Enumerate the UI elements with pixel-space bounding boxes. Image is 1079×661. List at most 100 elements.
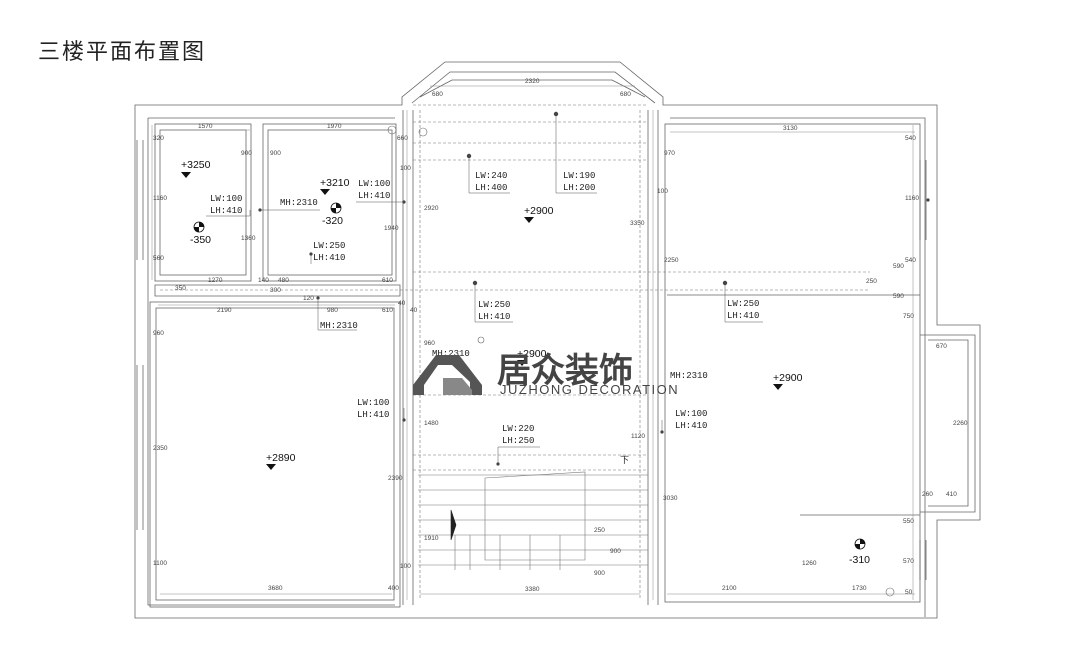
- svg-text:-350: -350: [190, 234, 211, 246]
- elevation-e2: +3210: [320, 177, 350, 195]
- dim-bay-r: 680: [620, 91, 631, 98]
- dim-r-s3: 590: [893, 293, 904, 300]
- dim-r-v3: 2250: [664, 257, 679, 264]
- brand-logo-icon: [413, 355, 482, 395]
- elevation-e4: +2890: [266, 452, 296, 470]
- dim-st4: 100: [400, 563, 411, 570]
- dim-r-b1: 2100: [722, 585, 737, 592]
- dim-r1-b2: 140: [258, 277, 269, 284]
- dim-bay-l: 680: [432, 91, 443, 98]
- dim-mid-v4: 1910: [424, 535, 439, 542]
- dim-r1-b1: 1270: [208, 277, 223, 284]
- svg-text:LW:100: LW:100: [358, 179, 390, 189]
- dim-misc3: 40: [398, 300, 406, 307]
- dim-bay2-b1: 260: [922, 491, 933, 498]
- walls: [134, 61, 981, 619]
- drop-d2: -320: [322, 202, 343, 227]
- svg-text:LW:220: LW:220: [502, 424, 534, 434]
- dim-mid-bot: 3380: [525, 586, 540, 593]
- dim-r-v2: 100: [657, 188, 668, 195]
- elevation-e6: +2900: [773, 372, 803, 390]
- dim-r1-b4: 610: [382, 277, 393, 284]
- dim-r2-v2: 900: [270, 150, 281, 157]
- dim-r1-h3: 560: [153, 255, 164, 262]
- page-title: 三楼平面布置图: [38, 40, 207, 65]
- dim-misc2: 120: [303, 295, 314, 302]
- dim-misc1: 350: [175, 285, 186, 292]
- drop-d3: -310: [849, 538, 870, 566]
- dim-r1-h2: 1160: [153, 195, 167, 202]
- svg-text:LH:410: LH:410: [675, 421, 707, 431]
- svg-text:LW:240: LW:240: [475, 171, 507, 181]
- mh-label-2: MH:2310: [320, 321, 358, 331]
- dim-st3: 900: [594, 570, 605, 577]
- dim-r-b3: 1260: [802, 560, 817, 567]
- brand-name-cn: 居众装饰: [497, 351, 633, 391]
- brand-watermark: 居众装饰 JUZHONG DECORATION: [413, 351, 679, 397]
- svg-text:LH:200: LH:200: [563, 183, 595, 193]
- svg-text:LW:100: LW:100: [210, 194, 242, 204]
- dim-mid-v6: 3030: [663, 495, 678, 502]
- dim-r1-h1: 320: [153, 135, 164, 142]
- dim-r-v1: 970: [664, 150, 675, 157]
- svg-text:LH:410: LH:410: [727, 311, 759, 321]
- dim-l2-v2: 2350: [153, 445, 168, 452]
- dim-st1: 250: [594, 527, 605, 534]
- ceiling-lines: [160, 104, 870, 600]
- svg-text:LW:250: LW:250: [478, 300, 510, 310]
- svg-text:+2890: +2890: [266, 452, 296, 464]
- dim-r-s4: 750: [903, 313, 914, 320]
- dim-l2-b2: 400: [388, 585, 399, 592]
- elevation-e5: +2900: [517, 348, 547, 366]
- elevation-e3: +2900: [524, 205, 554, 223]
- dim-mid-v1: 960: [424, 340, 435, 347]
- svg-text:-310: -310: [849, 554, 870, 566]
- mh-label-1: MH:2310: [280, 198, 318, 208]
- svg-text:LH:410: LH:410: [357, 410, 389, 420]
- svg-text:LH:250: LH:250: [502, 436, 534, 446]
- svg-text:LH:410: LH:410: [478, 312, 510, 322]
- svg-text:+2900: +2900: [773, 372, 803, 384]
- mh-label-4: MH:2310: [670, 371, 708, 381]
- dim-c1: 660: [397, 135, 408, 142]
- svg-text:LW:100: LW:100: [357, 398, 389, 408]
- dim-r2-v3: 1360: [241, 235, 256, 242]
- dimension-labels: 2320 680 680 1570 1970 3130 320 1160 560…: [153, 78, 968, 596]
- elevation-markers: +3250 +3210 +2900 +2890 +2900 +2900: [181, 159, 803, 470]
- dim-l2-v3: 1100: [153, 560, 167, 567]
- drop-d1: -350: [190, 221, 211, 246]
- dim-r-b4: 550: [903, 518, 914, 525]
- svg-text:LW:250: LW:250: [727, 299, 759, 309]
- brand-name-en: JUZHONG DECORATION: [500, 382, 679, 397]
- dim-r-v4: 540: [905, 135, 916, 142]
- dim-c3: 1940: [384, 225, 399, 232]
- dim-misc5: 40: [410, 307, 418, 314]
- dim-l2-m: 980: [327, 307, 338, 314]
- svg-text:LH:410: LH:410: [313, 253, 345, 263]
- svg-text:+3250: +3250: [181, 159, 211, 171]
- svg-text:LW:100: LW:100: [675, 409, 707, 419]
- dim-mid-v5: 1120: [631, 433, 645, 440]
- stair: [418, 471, 648, 570]
- elevation-e1: +3250: [181, 159, 211, 178]
- leader-lines: [206, 115, 763, 464]
- drop-markers: -350 -320 -310: [190, 202, 870, 566]
- dim-c4: 2920: [424, 205, 439, 212]
- svg-text:LH:410: LH:410: [210, 206, 242, 216]
- dim-lines: [151, 85, 915, 600]
- dim-r2-w: 1970: [327, 123, 342, 130]
- dim-l2-w: 2190: [217, 307, 232, 314]
- dim-st2: 900: [610, 548, 621, 555]
- svg-text:+3210: +3210: [320, 177, 350, 189]
- svg-text:LH:400: LH:400: [475, 183, 507, 193]
- dim-mid-v3: 2390: [388, 475, 403, 482]
